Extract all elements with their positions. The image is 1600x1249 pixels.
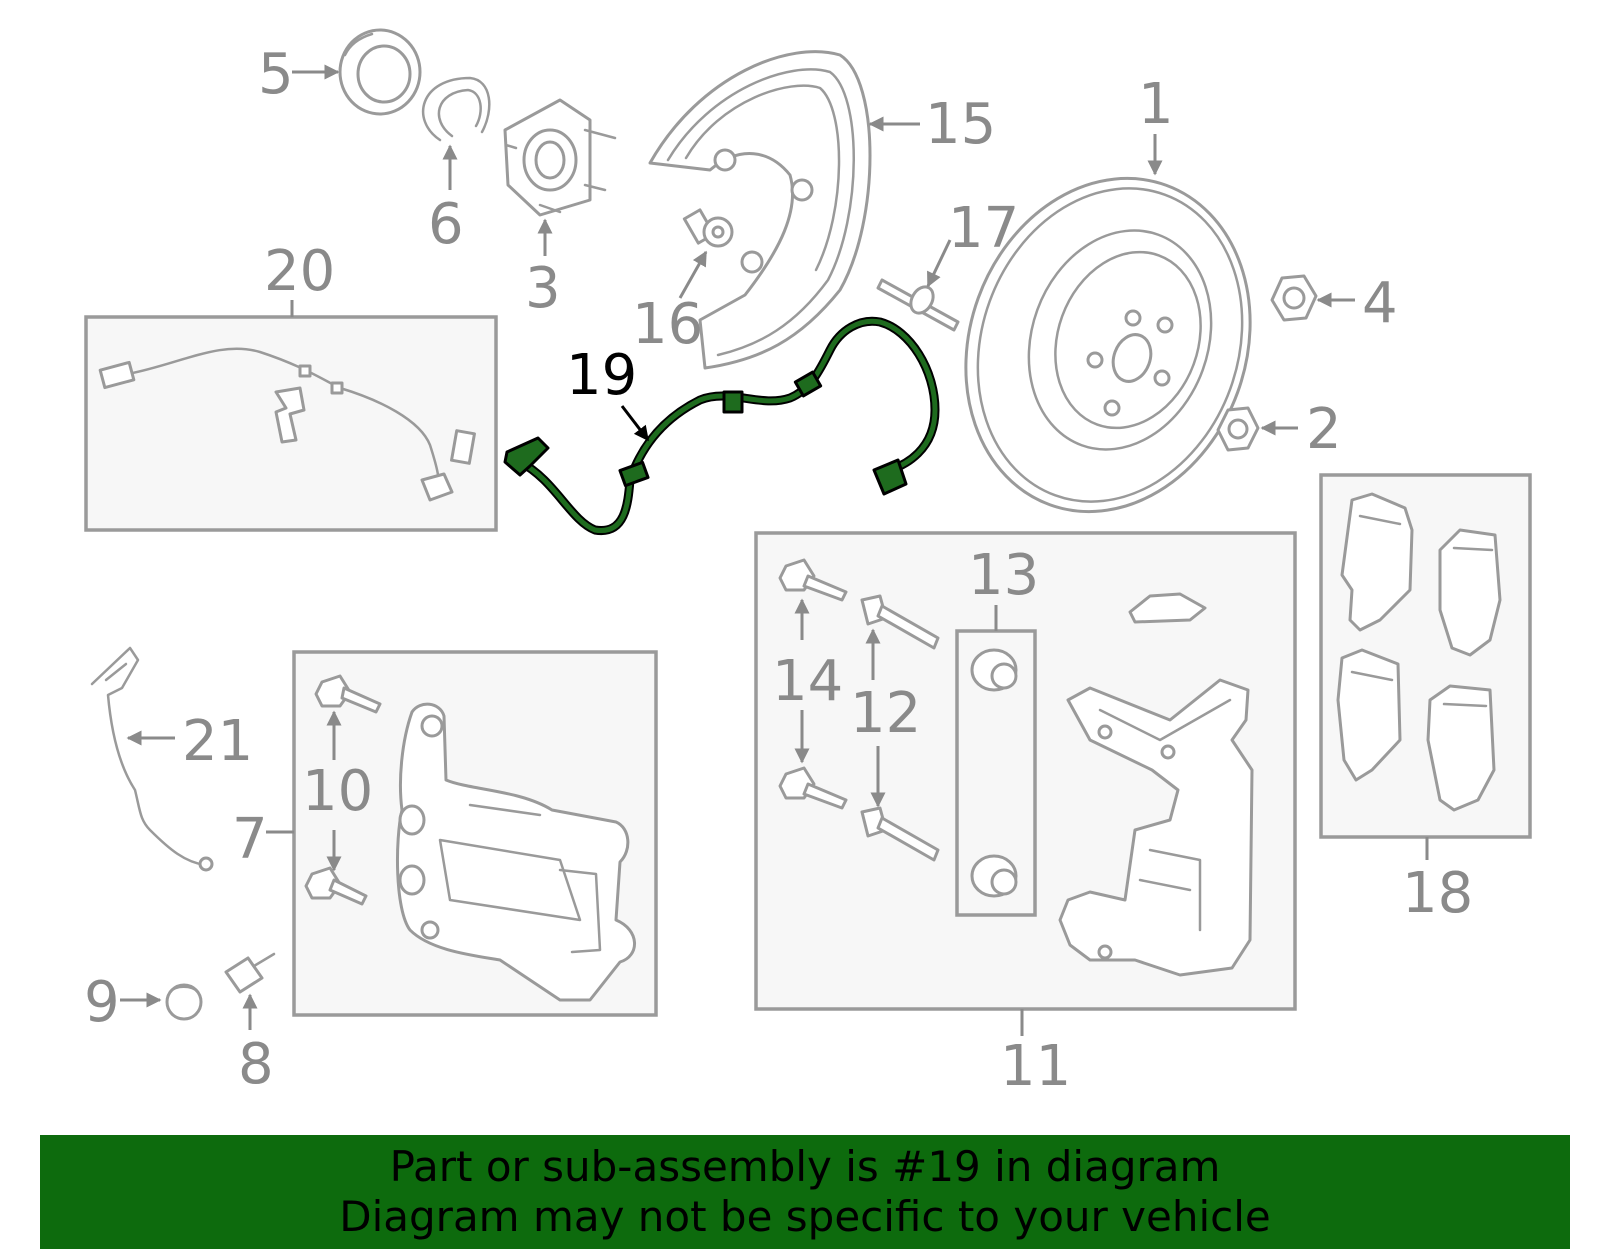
part-3-wheel-hub[interactable] [503, 98, 617, 217]
callout-14[interactable]: 14 [772, 649, 843, 714]
callout-18[interactable]: 18 [1402, 861, 1473, 926]
callout-7[interactable]: 7 [232, 807, 268, 872]
part-5-wheel-bearing[interactable] [338, 28, 422, 116]
callout-4[interactable]: 4 [1362, 271, 1398, 336]
callout-9[interactable]: 9 [84, 970, 120, 1035]
callout-1[interactable]: 1 [1138, 72, 1174, 137]
callout-8[interactable]: 8 [238, 1032, 274, 1097]
banner-line-1: Part or sub-assembly is #19 in diagram [389, 1142, 1221, 1191]
callout-15[interactable]: 15 [925, 92, 996, 157]
part-11-caliper-bracket[interactable] [1058, 678, 1254, 977]
callout-13[interactable]: 13 [968, 543, 1039, 608]
part-17-wheel-stud[interactable] [876, 278, 960, 332]
part-20-sensor-harness[interactable] [98, 347, 476, 502]
part-18-brake-pads[interactable] [1336, 492, 1502, 812]
callout-6[interactable]: 6 [428, 192, 464, 257]
callout-5[interactable]: 5 [258, 42, 294, 107]
part-1-brake-rotor[interactable] [920, 138, 1296, 552]
info-banner: Part or sub-assembly is #19 in diagram D… [40, 1135, 1570, 1249]
part-19-abs-sensor-highlighted[interactable] [503, 316, 940, 535]
callout-3[interactable]: 3 [525, 256, 561, 321]
banner-line-2: Diagram may not be specific to your vehi… [339, 1192, 1271, 1241]
callout-2[interactable]: 2 [1306, 397, 1342, 462]
part-13-pin-boots[interactable] [970, 648, 1018, 898]
part-21-brake-hose-bracket[interactable] [90, 646, 214, 872]
part-4-wheel-nut[interactable] [1270, 274, 1318, 322]
part-8-bleeder-screw[interactable] [224, 952, 276, 994]
part-12-guide-pins[interactable] [860, 594, 940, 862]
part-16-shield-bolt[interactable] [682, 208, 734, 248]
part-2-hub-nut[interactable] [1216, 406, 1260, 452]
part-15-splash-shield[interactable] [648, 50, 872, 370]
callout-10[interactable]: 10 [302, 759, 373, 824]
part-11-clip[interactable] [1128, 592, 1207, 624]
callout-16[interactable]: 16 [632, 292, 703, 357]
part-9-bleeder-cap[interactable] [165, 983, 203, 1021]
callout-20[interactable]: 20 [264, 239, 335, 304]
callout-12[interactable]: 12 [850, 681, 921, 746]
part-7-brake-caliper[interactable] [395, 702, 636, 1002]
callout-21[interactable]: 21 [182, 709, 253, 774]
part-14-bracket-bolts[interactable] [778, 558, 848, 810]
part-10-guide-bolts[interactable] [304, 674, 382, 906]
callout-11[interactable]: 11 [1000, 1034, 1071, 1099]
part-6-snap-ring[interactable] [422, 76, 491, 142]
callout-19[interactable]: 19 [566, 343, 637, 408]
